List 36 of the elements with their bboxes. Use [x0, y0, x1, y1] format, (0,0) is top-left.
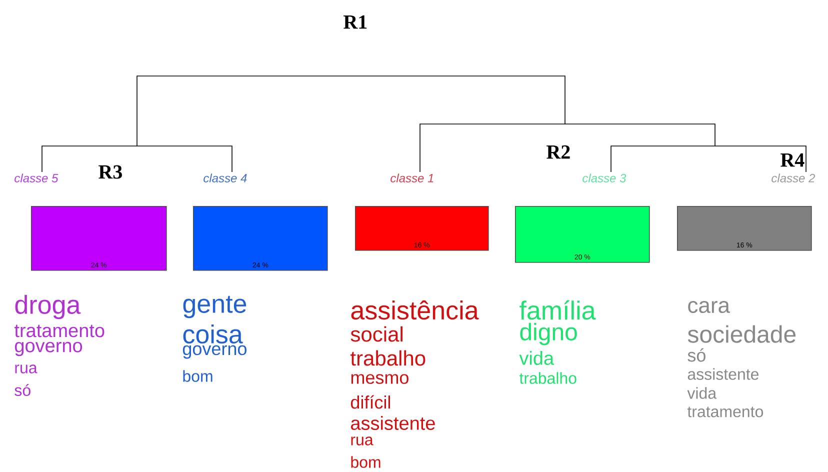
word-label: gente	[183, 296, 246, 318]
word-label: rua	[351, 436, 374, 446]
cluster-label: R2	[546, 145, 570, 159]
word-label: assistente	[688, 368, 759, 380]
word-label: social	[350, 326, 402, 342]
word-label: trabalho	[350, 350, 426, 366]
class-label: classe 1	[390, 174, 434, 182]
word-label: trabalho	[519, 372, 576, 384]
word-label: digno	[520, 322, 577, 346]
word-label: vida	[519, 351, 554, 365]
word-label: tratamento	[687, 406, 763, 418]
class-label: classe 4	[204, 174, 247, 182]
word-label: bom	[183, 370, 212, 382]
word-label: vida	[687, 387, 717, 399]
class-label: classe 3	[582, 174, 626, 182]
word-label: governo	[15, 342, 82, 356]
word-label: rua	[15, 364, 38, 374]
word-label: droga	[15, 294, 81, 320]
word-label: assistente	[351, 416, 435, 430]
word-label: coisa	[183, 324, 243, 344]
word-label: mesmo	[351, 374, 408, 384]
cluster-label: R3	[98, 165, 122, 179]
word-label: só	[688, 348, 706, 362]
word-label: só	[14, 384, 30, 396]
class-label: classe 2	[772, 174, 816, 182]
word-label: governo	[182, 345, 246, 359]
word-label: difícil	[350, 395, 390, 409]
word-label: cara	[688, 300, 730, 314]
class-label: classe 5	[14, 174, 58, 182]
word-label: bom	[351, 456, 380, 468]
word-label: assistência	[351, 300, 479, 320]
word-label: tratamento	[14, 324, 104, 338]
cluster-label: R1	[344, 15, 367, 29]
cluster-label: R4	[780, 153, 804, 167]
word-label: família	[520, 300, 596, 320]
word-label: sociedade	[688, 325, 796, 343]
